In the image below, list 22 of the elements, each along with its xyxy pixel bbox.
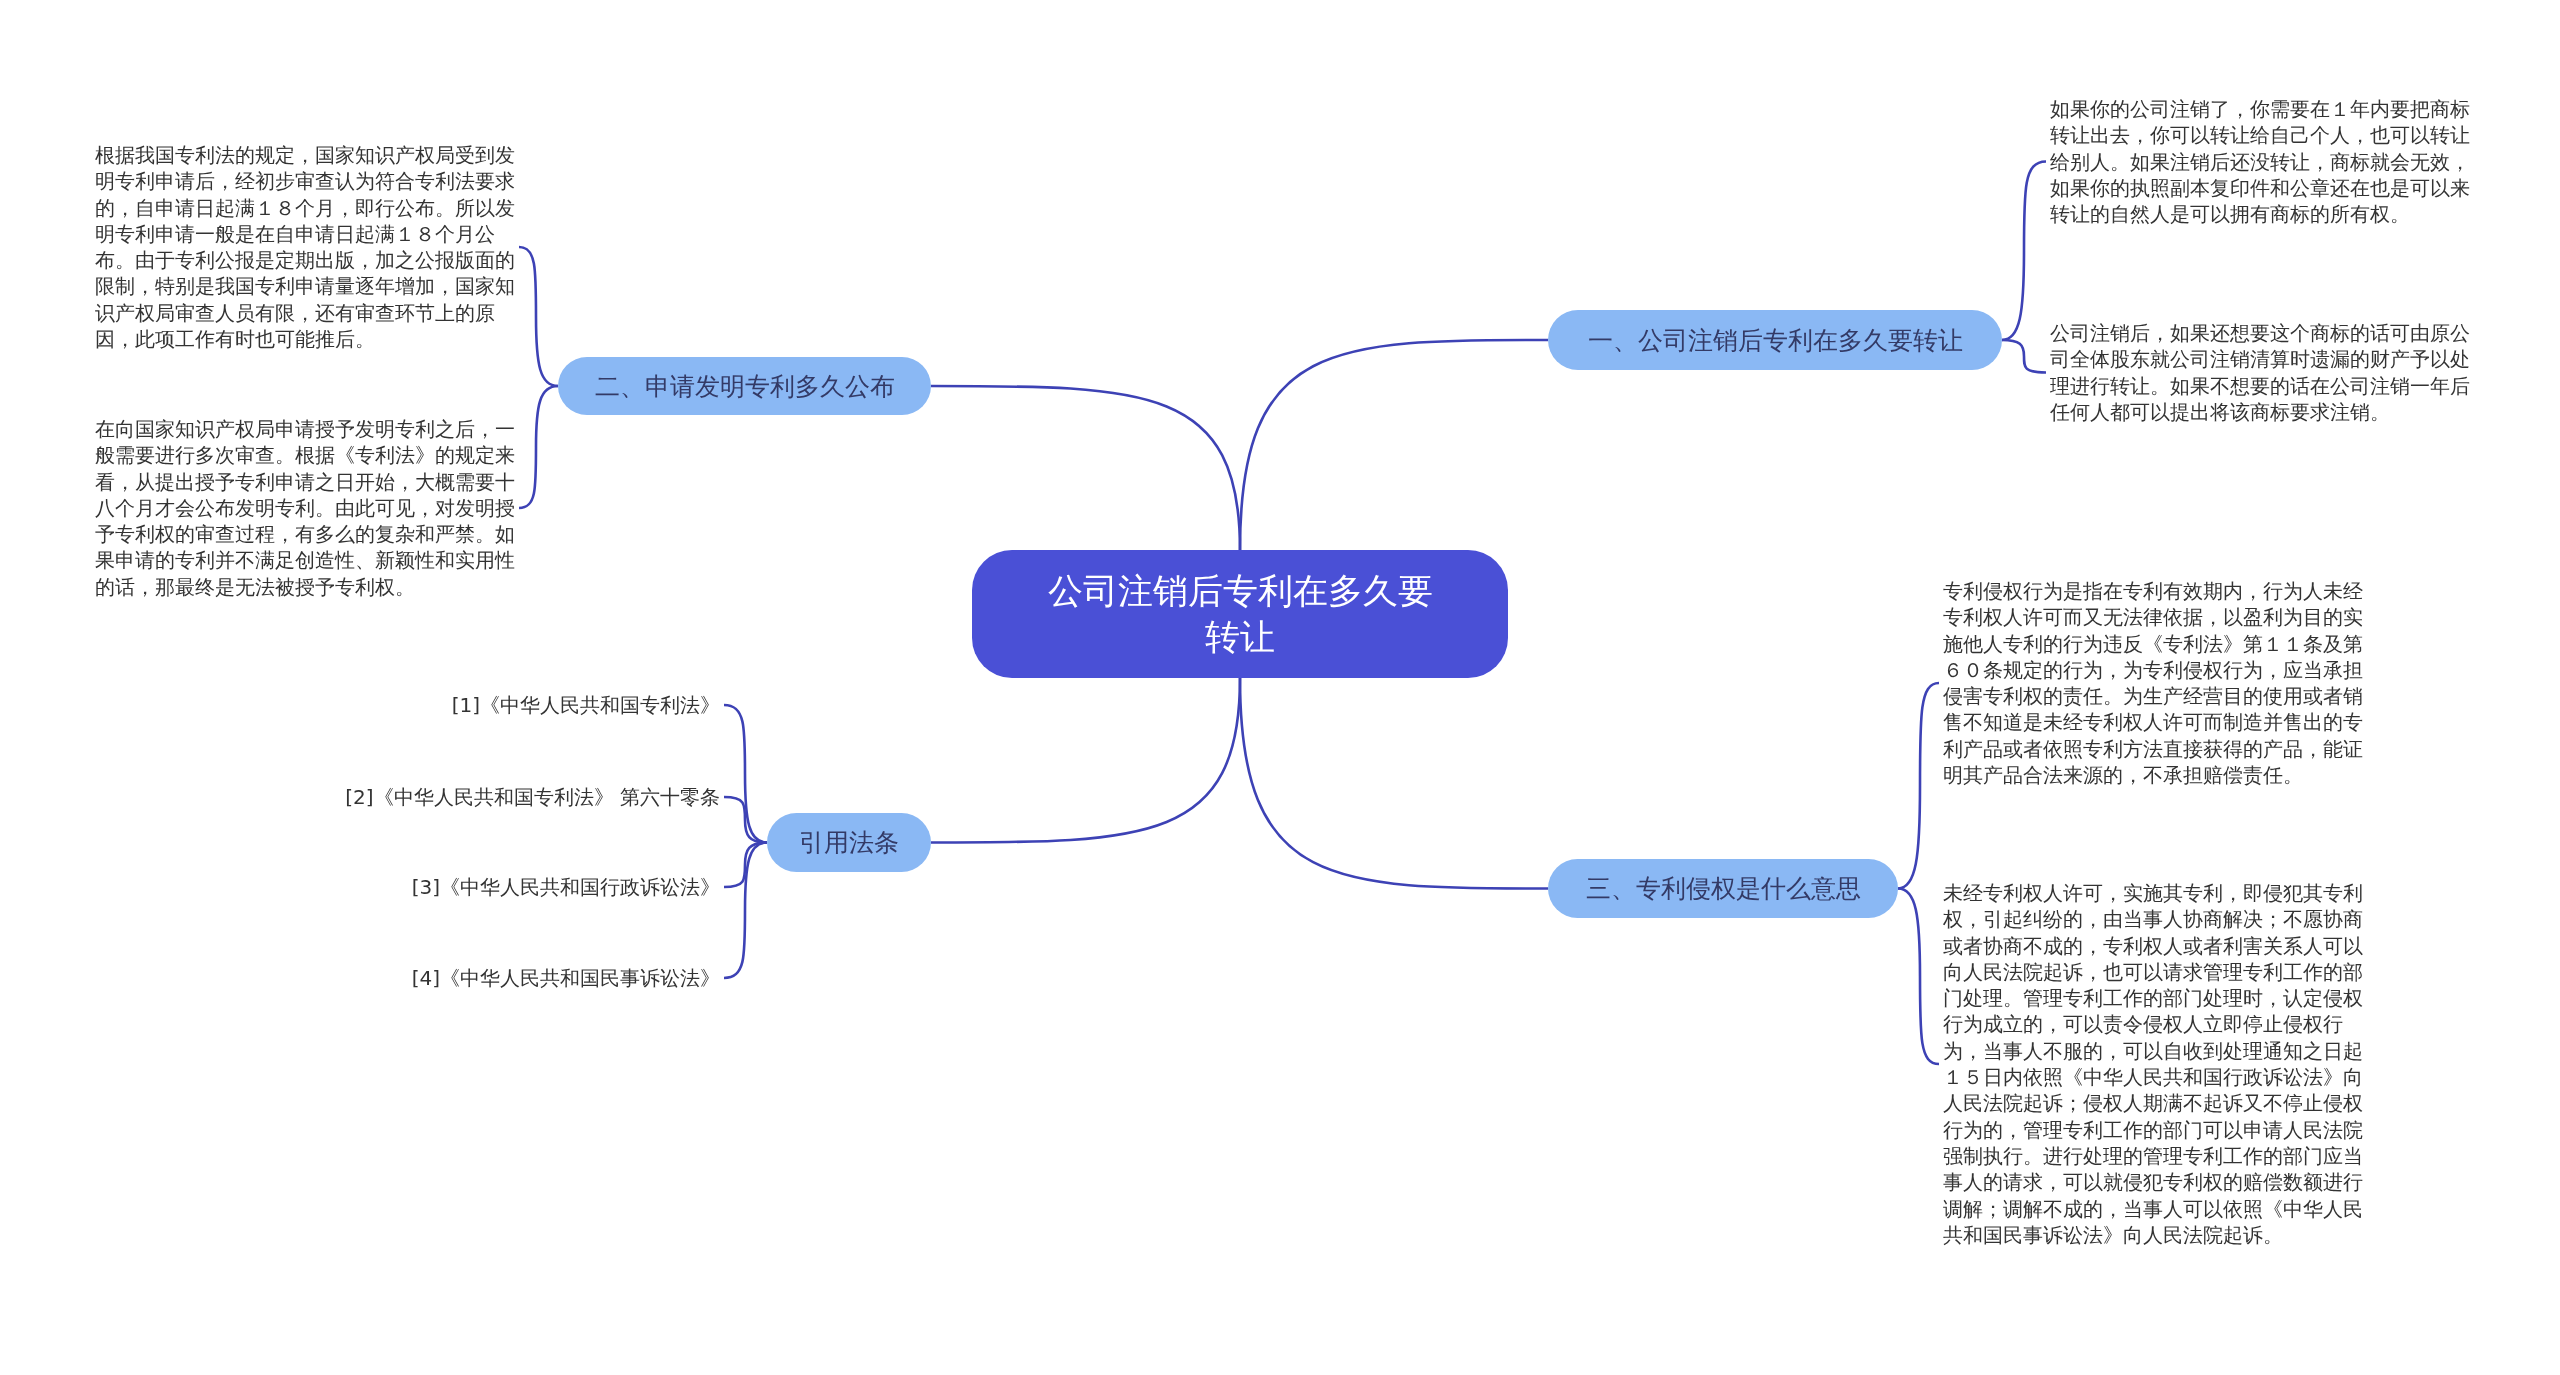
note-text: 公司注销后，如果还想要这个商标的话可由原公司全体股东就公司注销清算时遗漏的财产予以处理进行转让。如果不想要的话在公司注销一年后任何人都可以提出将该商标要求注销。 xyxy=(2050,320,2470,426)
note-text: 如果你的公司注销了，你需要在１年内要把商标转让出去，你可以转让给自己个人，也可以转让给别人。如果注销后还没转让，商标就会无效，如果你的执照副本复印件和公章还在也是可以来转让的自然人是可以拥有商标的所有权。 xyxy=(2050,96,2470,228)
connector-line xyxy=(931,384,1242,551)
reference-text: [2]《中华人民共和国专利法》 第六十零条 xyxy=(300,784,720,810)
reference-text: [3]《中华人民共和国行政诉讼法》 xyxy=(300,874,720,900)
topic-box: 三、专利侵权是什么意思 xyxy=(1548,859,1898,918)
note-text: 在向国家知识产权局申请授予发明专利之后，一般需要进行多次审查。根据《专利法》的规定来看，从提出授予专利申请之日开始，大概需要十八个月才会公布发明专利。由此可见，对发明授予专利权的审查过程，有多么的复杂和严禁。如果申请的专利并不满足创造性、新颖性和实用性的话，那最终是无法被授予专利权。 xyxy=(95,416,515,601)
note-text: 专利侵权行为是指在专利有效期内，行为人未经专利权人许可而又无法律依据，以盈利为目的实施他人专利的行为违反《专利法》第１１条及第６０条规定的行为，为专利侵权行为，应当承担侵害专利权的责任。为生产经营目的使用或者销售不知道是未经专利权人许可而制造并售出的专利产品或者依照专利方法直接获得的产品，能证明其产品合法来源的，不承担赔偿责任。 xyxy=(1943,578,2363,789)
connector-line xyxy=(518,384,559,510)
reference-text: [1]《中华人民共和国专利法》 xyxy=(300,692,720,718)
note-text: 未经专利权人许可，实施其专利，即侵犯其专利权，引起纠纷的，由当事人协商解决；不愿协商或者协商不成的，专利权人或者利害关系人可以向人民法院起诉，也可以请求管理专利工作的部门处理。管理专利工作的部门处理时，认定侵权行为成立的，可以责令侵权人立即停止侵权行为，当事人不服的，可以自收到处理通知之日起１５日内依照《中华人民共和国行政诉讼法》向人民法院起诉；侵权人期满不起诉又不停止侵权行为的，管理专利工作的部门可以申请人民法院强制执行。进行处理的管理专利工作的部门应当事人的请求，可以就侵犯专利权的赔偿数额进行调解；调解不成的，当事人可以依照《中华人民共和国民事诉讼法》向人民法院起诉。 xyxy=(1943,880,2363,1249)
topic-box: 二、申请发明专利多久公布 xyxy=(558,357,931,415)
reference-text: [4]《中华人民共和国民事诉讼法》 xyxy=(300,965,720,991)
connector-line xyxy=(2001,160,2047,342)
connector-line xyxy=(2001,338,2047,374)
connector-line xyxy=(1897,887,1940,1066)
connector-line xyxy=(518,245,559,388)
topic-box: 一、公司注销后专利在多久要转让 xyxy=(1548,310,2002,370)
central-topic: 公司注销后专利在多久要转让 xyxy=(972,550,1508,678)
topic-box: 引用法条 xyxy=(767,813,931,872)
note-text: 根据我国专利法的规定，国家知识产权局受到发明专利申请后，经初步审查认为符合专利法要求的，自申请日起满１８个月，即行公布。所以发明专利申请一般是在自申请日起满１８个月公布。由于专利公报是定期出版，加之公报版面的限制，特别是我国专利申请量逐年增加，国家知识产权局审查人员有限，还有审查环节上的原因，此项工作有时也可能推后。 xyxy=(95,142,515,353)
connector-line xyxy=(931,677,1242,844)
